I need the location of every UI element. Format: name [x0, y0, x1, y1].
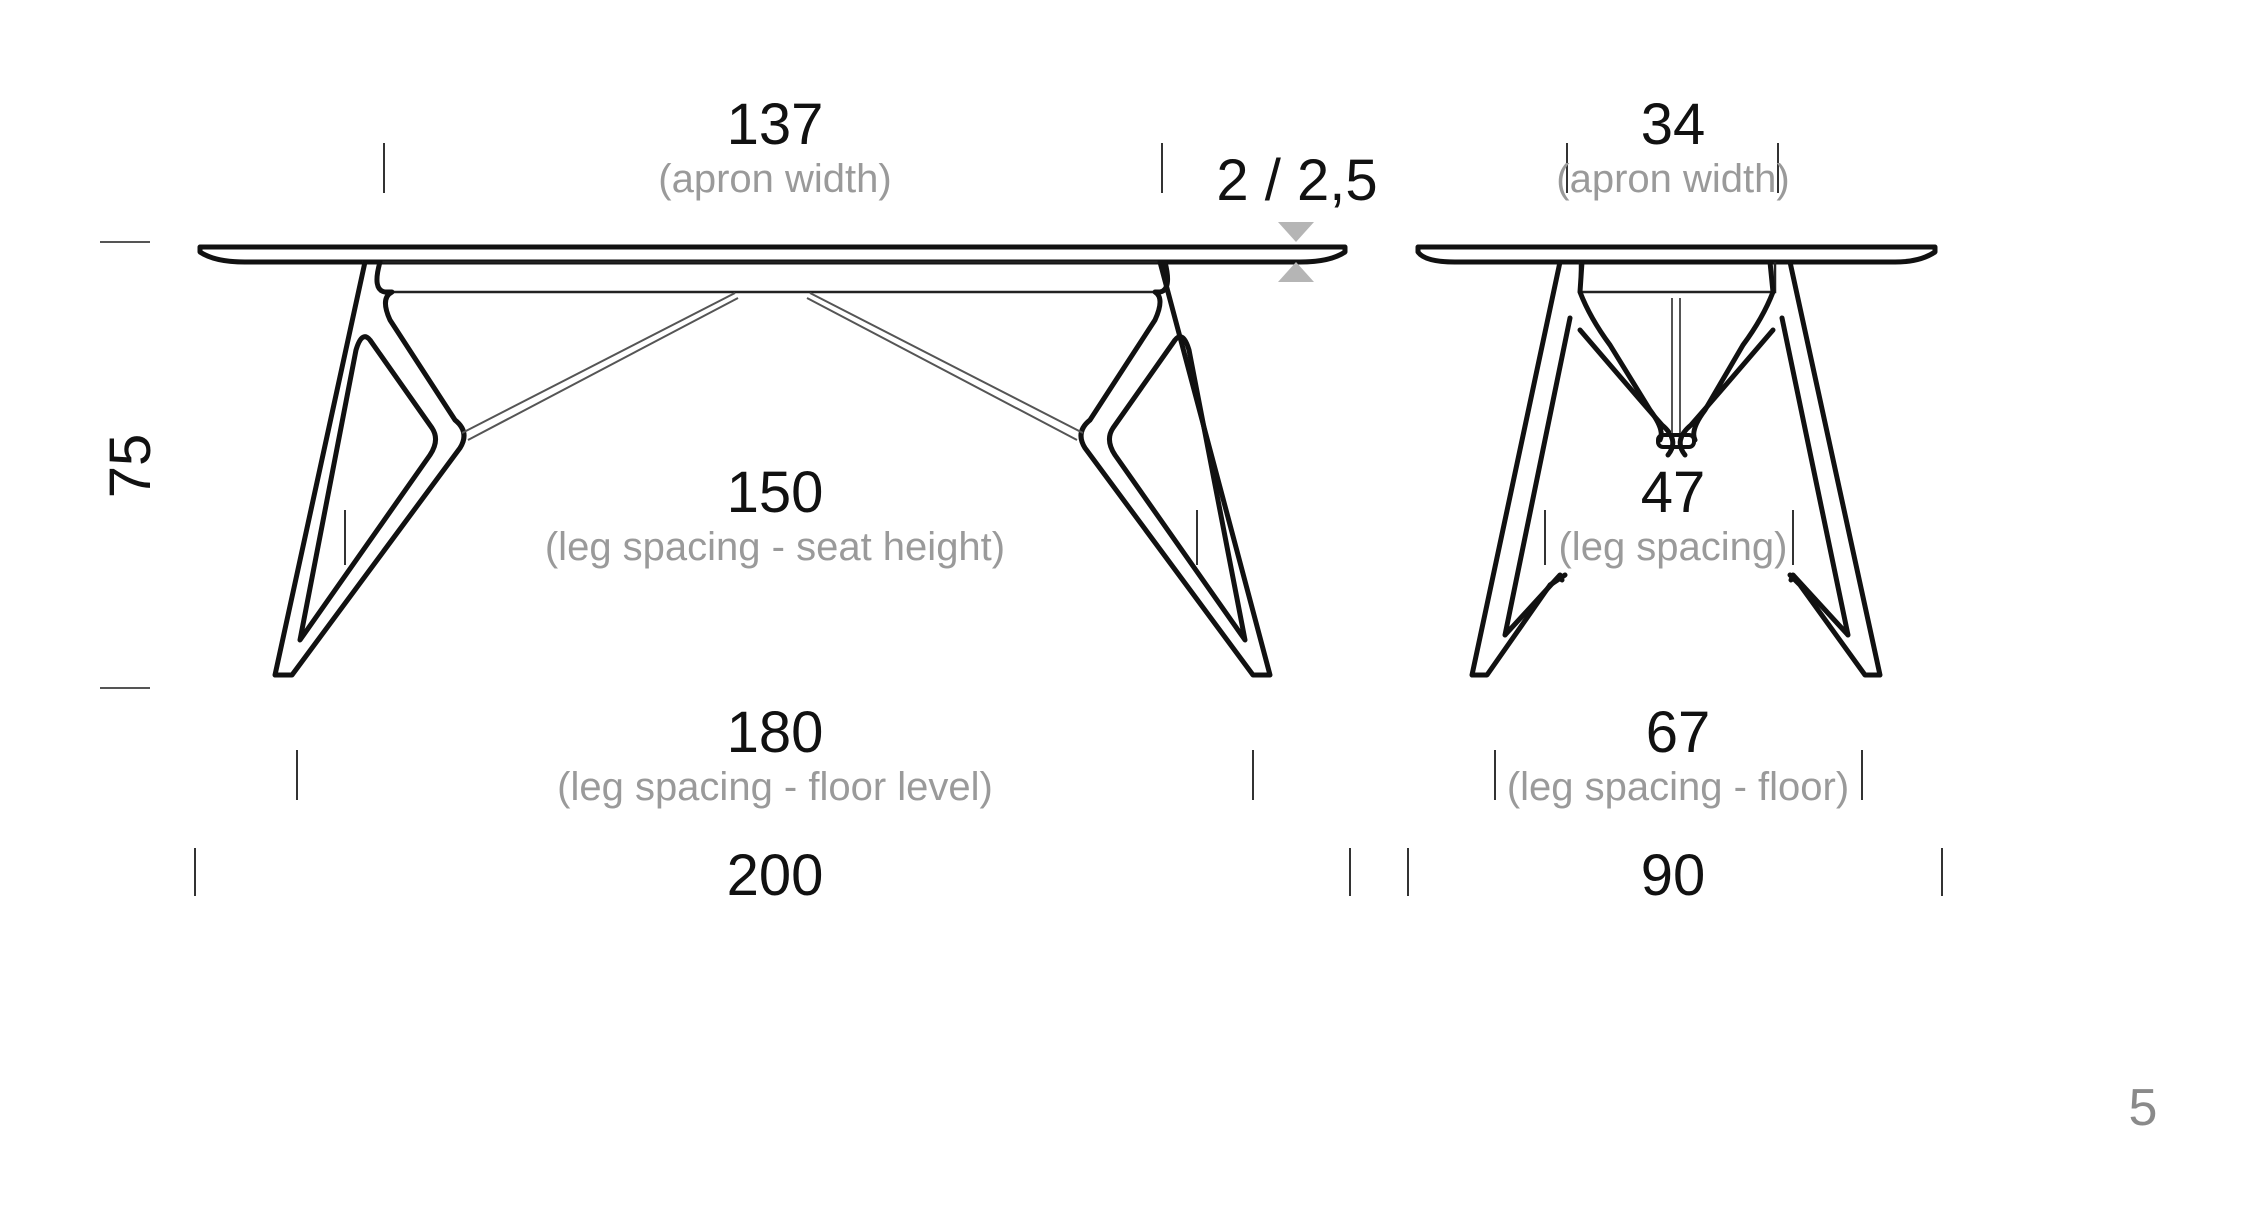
- side-leg-spacing-caption: (leg spacing): [1558, 525, 1787, 569]
- top-thickness-value: 2 / 2,5: [1216, 148, 1377, 213]
- front-apron-width-value: 137: [727, 92, 824, 157]
- front-stretcher-rods: [461, 292, 1084, 441]
- side-right-leg-inner: [1779, 315, 1851, 638]
- side-leg-spacing-floor-caption: (leg spacing - floor): [1507, 765, 1849, 809]
- front-leg-spacing-seat-value: 150: [727, 460, 824, 525]
- height-value: 75: [98, 434, 163, 499]
- side-leg-spacing-floor-value: 67: [1646, 700, 1711, 765]
- dimension-ticks: [100, 143, 1943, 896]
- page-number: 5: [2129, 1079, 2158, 1137]
- side-center-rod: [1671, 298, 1681, 435]
- front-apron: [362, 260, 1162, 294]
- side-leg-spacing-value: 47: [1641, 460, 1706, 525]
- front-leg-spacing-seat-caption: (leg spacing - seat height): [545, 525, 1005, 569]
- side-table-top: [1415, 244, 1938, 265]
- thickness-marker-top: [1278, 222, 1314, 242]
- side-apron-width-caption: (apron width): [1556, 157, 1789, 201]
- side-apron-width-value: 34: [1641, 92, 1706, 157]
- side-left-curve: [1577, 327, 1676, 458]
- side-width-value: 90: [1641, 843, 1706, 908]
- side-apron: [1578, 262, 1777, 294]
- front-view-table: [197, 244, 1348, 678]
- front-length-value: 200: [727, 843, 824, 908]
- front-right-leg-inner: [1107, 334, 1248, 643]
- front-leg-spacing-floor-value: 180: [727, 700, 824, 765]
- front-left-leg: [272, 259, 467, 678]
- side-center-hub: [1656, 433, 1696, 449]
- front-left-leg-inner: [297, 334, 438, 643]
- front-table-top: [197, 244, 1348, 265]
- side-left-leg-inner: [1502, 315, 1573, 638]
- side-view-table: [1415, 244, 1938, 678]
- front-right-leg: [1078, 259, 1273, 678]
- thickness-marker-bottom: [1278, 262, 1314, 282]
- side-right-leg: [1691, 259, 1883, 678]
- front-apron-width-caption: (apron width): [658, 157, 891, 201]
- side-right-curve: [1677, 327, 1776, 458]
- front-leg-spacing-floor-caption: (leg spacing - floor level): [557, 765, 993, 809]
- top-thickness-markers: [1278, 222, 1314, 282]
